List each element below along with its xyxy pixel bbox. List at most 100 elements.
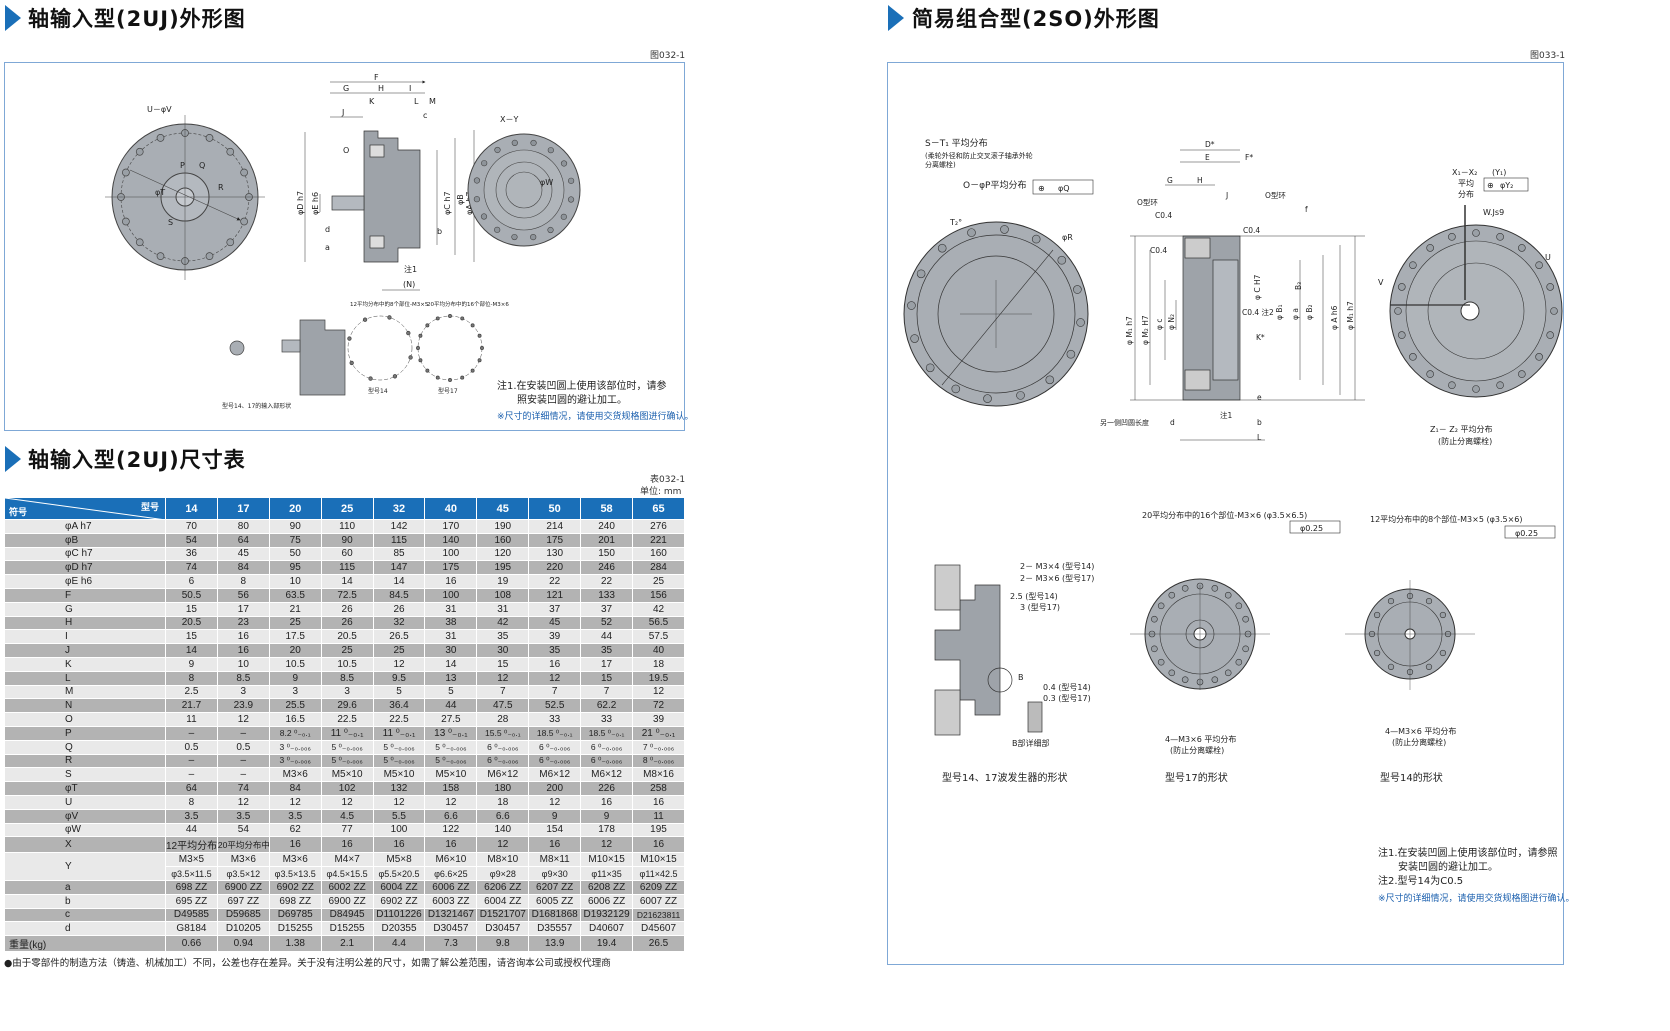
bolt-hole: [477, 358, 482, 363]
label-j: J: [341, 108, 344, 117]
bolt-hole: [470, 368, 475, 373]
label-b-mark: B: [1018, 673, 1024, 682]
table-cell: 16: [320, 836, 374, 854]
table-cell: 147: [372, 560, 426, 576]
table-cell: 16: [632, 836, 685, 854]
table-cell: G8184: [165, 921, 218, 937]
table-cell: 3.5: [216, 808, 270, 824]
label-t2: T₂°: [949, 218, 962, 227]
bolt-hole: [560, 213, 567, 220]
table-cell: 3 ⁰₋₀.₀₀₆: [268, 739, 322, 755]
label-wg4: 3 (型号17): [1020, 603, 1060, 612]
table-cell: 33: [528, 712, 582, 727]
bolt-hole: [1168, 591, 1176, 599]
table-cell: 11: [165, 712, 218, 727]
table-cell: 10: [268, 574, 322, 589]
bolt-hole: [951, 384, 961, 394]
caption-model17: 型号17的形状: [1165, 771, 1228, 784]
table-cell: 10: [216, 656, 270, 672]
label-m4b: 4—M3×6 平均分布: [1385, 726, 1456, 736]
bolt-hole: [1242, 615, 1249, 623]
label-m14: 12平均分布中的8个部位-M3×5: [350, 300, 429, 308]
label-p: P: [180, 161, 185, 170]
table-cell: 18.5 ⁰₋₀.₁: [580, 725, 634, 741]
label-o: O: [343, 146, 349, 155]
label-xy: X－Y: [500, 115, 518, 124]
bolt-hole: [1373, 649, 1381, 657]
table-cell: 11 ⁰₋₀.₁: [320, 725, 374, 741]
table-cell: 21.7: [165, 698, 218, 714]
bolt-hole: [156, 252, 165, 260]
table-cell: 47.5: [476, 698, 530, 714]
table-cell: 122: [424, 822, 478, 838]
table-cell: 3 ⁰₋₀.₀₀₆: [268, 753, 322, 769]
footnote: ●由于零部件的制造方法（铸造、机械加工）不同，公差也存在差异。关于没有注明公差的…: [4, 958, 611, 969]
table-cell: 95: [268, 560, 322, 576]
bolt-hole: [1242, 645, 1249, 653]
table-cell: 4.4: [372, 935, 426, 953]
label-h: H: [1197, 176, 1203, 185]
table-cell: 21: [268, 601, 322, 617]
bolt-hole: [530, 234, 537, 241]
table-cell: 22.5: [320, 712, 374, 727]
outline-title: 轴输入型(2UJ)外形图: [28, 7, 246, 31]
table-cell: 246: [580, 560, 634, 576]
caption-input: 型号14、17的输入部形状: [222, 402, 291, 410]
bolt-hole: [425, 323, 430, 328]
label-w: φW: [540, 178, 553, 187]
table-cell: 16: [268, 836, 322, 854]
table-cell: M3×5: [165, 852, 218, 868]
table-cell: 695 ZZ: [165, 893, 218, 909]
label-i: I: [409, 84, 411, 93]
table-cell: 9.8: [476, 935, 530, 953]
table-cell: 8.5: [320, 670, 374, 686]
bolt-hole: [435, 375, 440, 380]
bolt-hole: [448, 314, 452, 318]
label-e: E: [1205, 153, 1210, 162]
table-cell: 284: [632, 560, 685, 576]
label-st-sub2: 分离螺栓): [925, 160, 956, 169]
bolt-hole: [1518, 244, 1526, 252]
diagonal-line: [5, 498, 159, 519]
table-cell: 15.5 ⁰₋₀.₁: [476, 725, 530, 741]
table-cell: 3.5: [268, 808, 322, 824]
right-figure-number: 图033-1: [1530, 51, 1566, 61]
label-c: c: [423, 111, 427, 120]
table-cell: 156: [632, 587, 685, 603]
table-cell: 160: [476, 532, 530, 548]
table-cell: φ3.5×13.5: [268, 866, 322, 881]
right-note-2: 注2.型号14为C0.5: [1378, 876, 1464, 887]
bolt-hole: [1426, 244, 1434, 252]
table-cell: 16: [372, 836, 426, 854]
table-cell: 201: [580, 532, 634, 548]
bolt-hole: [937, 243, 947, 253]
label-wg5: 0.4 (型号14): [1043, 683, 1091, 692]
row-label: R: [4, 753, 166, 769]
table-cell: 7: [476, 684, 530, 700]
row-label: M: [4, 684, 166, 700]
label-q: Q: [199, 161, 205, 170]
table-cell: 74: [216, 781, 270, 796]
rear-view-labels: X₁－X₂ (Y₁) 平均 分布 ⊕ φY₂ W.Js9 U V Z₁－ Z₂ …: [1378, 168, 1551, 446]
bolt-hole: [1546, 331, 1554, 339]
table-cell: 195: [632, 822, 685, 838]
label-dh7: φD h7: [296, 191, 305, 215]
table-cell: 12: [424, 794, 478, 810]
bolt-hole: [362, 317, 368, 322]
table-cell: 10.5: [320, 656, 374, 672]
table-cell: 50: [268, 546, 322, 562]
bolt-hole: [205, 252, 214, 260]
bolt-hole: [1157, 602, 1165, 610]
bolt-hole: [448, 378, 452, 382]
bolt-hole: [122, 217, 130, 226]
table-cell: 11: [632, 808, 685, 824]
row-label: S: [4, 767, 166, 783]
bolt-hole: [1387, 597, 1395, 605]
